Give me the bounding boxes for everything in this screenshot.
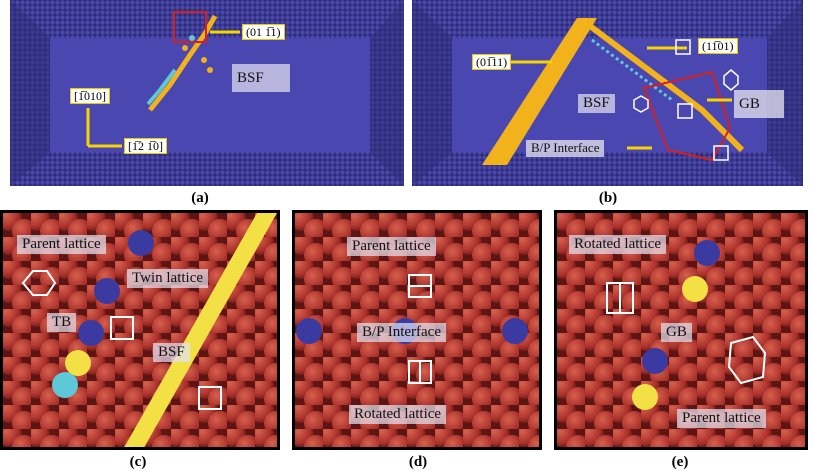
- interface-label: B/P Interface: [357, 323, 446, 343]
- parent-lattice-label: Parent lattice: [347, 237, 436, 257]
- caption-d: (d): [408, 454, 428, 470]
- parent-lattice-label: Parent lattice: [677, 409, 766, 429]
- panel-a-simulation-box: [10, 0, 404, 186]
- interface-label: B/P Interface: [526, 140, 605, 157]
- panel-c: Parent lattice Twin lattice TB BSF: [0, 210, 280, 450]
- twin-boundary-label: TB: [47, 313, 77, 333]
- panel-a: (01 1̅1) BSF [1̅010] [1̅2 1̅0]: [10, 0, 404, 186]
- bsf-label: BSF: [153, 343, 190, 363]
- caption-a: (a): [191, 190, 209, 206]
- panel-b: (01̅11) (11̅01) BSF GB B/P Interface: [412, 0, 803, 186]
- bsf-label: BSF: [578, 94, 615, 114]
- caption-b: (b): [598, 190, 618, 206]
- rotated-lattice-label: Rotated lattice: [349, 405, 447, 425]
- parent-lattice-label: Parent lattice: [17, 235, 106, 255]
- rotated-lattice-label: Rotated lattice: [569, 235, 667, 255]
- gb-label: GB: [661, 323, 692, 343]
- caption-e: (e): [671, 454, 689, 470]
- twin-lattice-label: Twin lattice: [127, 269, 209, 289]
- direction-label-left: (01̅11): [472, 54, 512, 71]
- panel-d: Parent lattice B/P Interface Rotated lat…: [292, 210, 542, 450]
- direction-label-top: (01 1̅1): [242, 24, 285, 41]
- direction-label-bottom: [1̅2 1̅0]: [124, 138, 167, 155]
- direction-label-left: [1̅010]: [70, 88, 110, 105]
- bsf-label: BSF: [232, 64, 290, 92]
- caption-c: (c): [129, 454, 147, 470]
- direction-label-right: (11̅01): [698, 38, 738, 55]
- gb-label: GB: [734, 90, 784, 118]
- panel-e: Rotated lattice GB Parent lattice: [554, 210, 808, 450]
